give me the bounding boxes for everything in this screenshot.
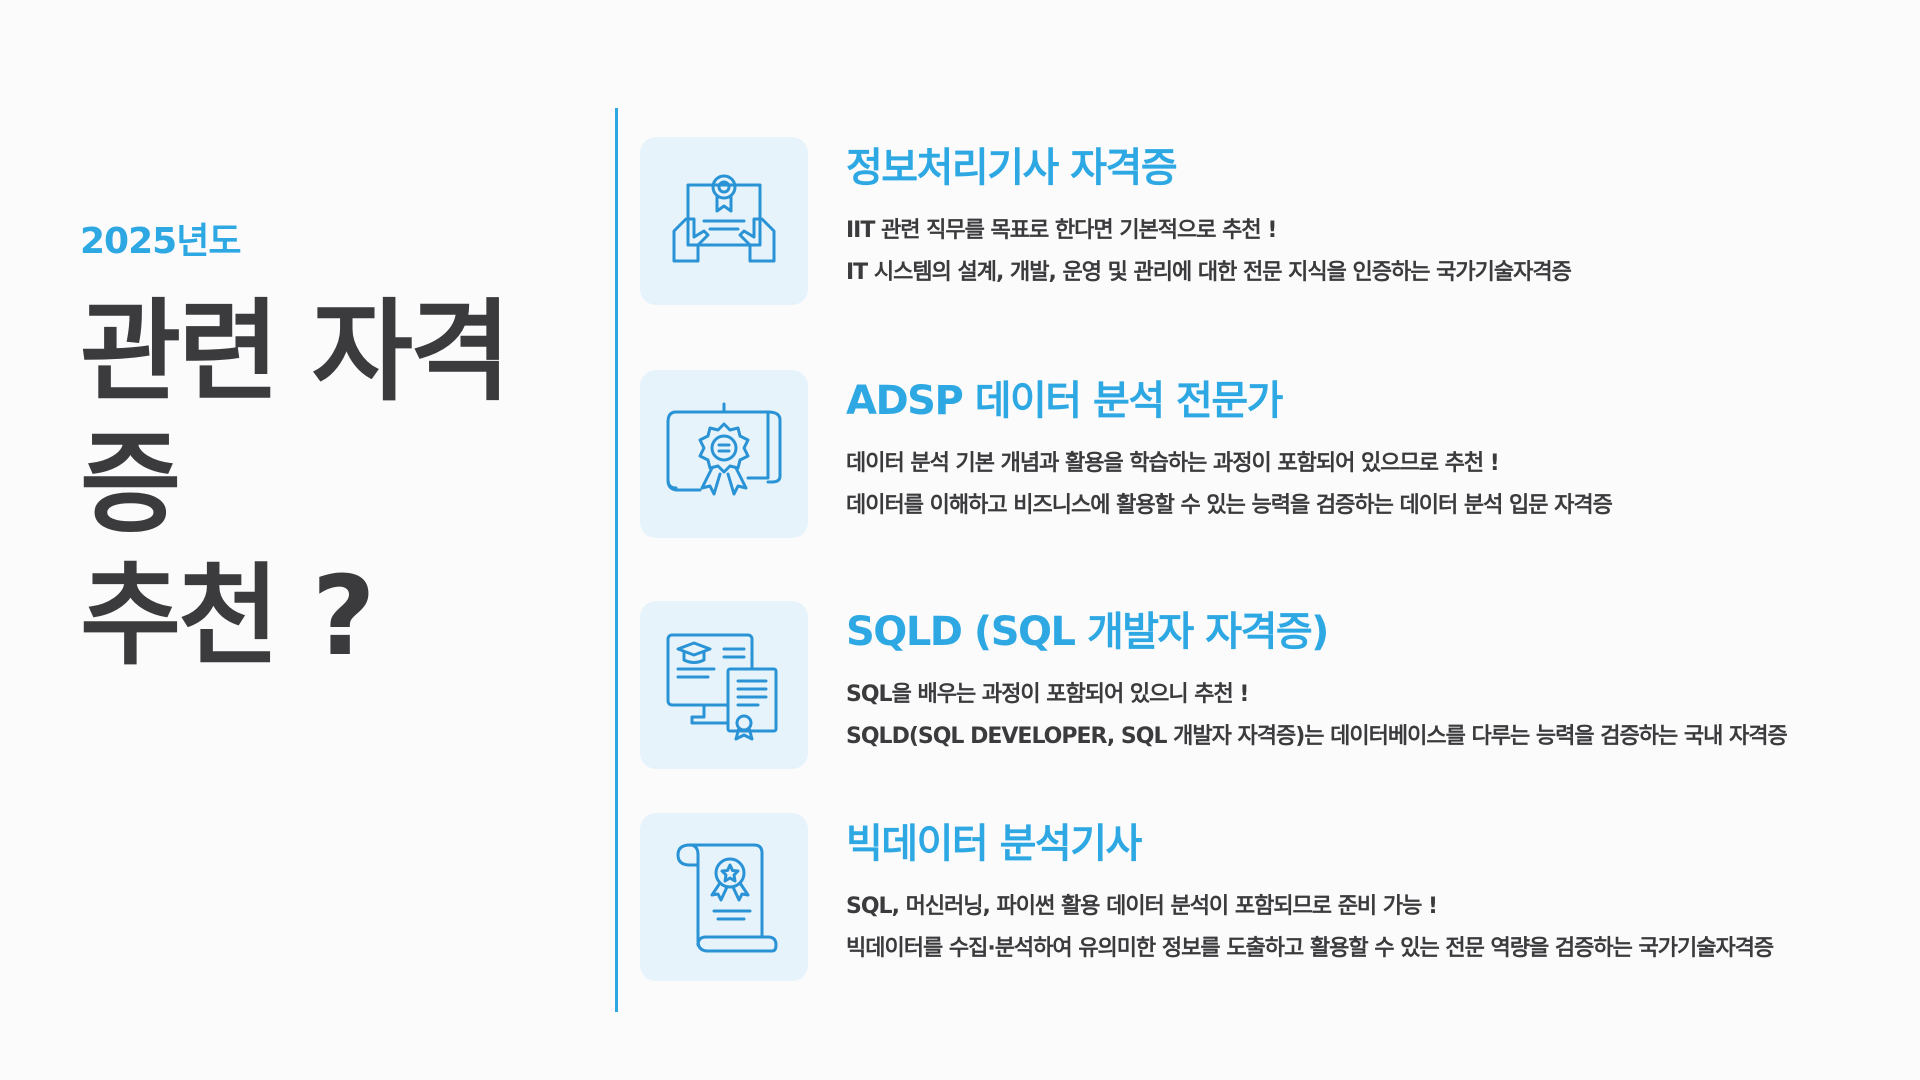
cert-description-1: IIT 관련 직무를 목표로 한다면 기본적으로 추천 !: [846, 218, 1277, 243]
vertical-divider: [615, 108, 618, 1012]
cert-item-adsp: ADSP 데이터 분석 전문가 데이터 분석 기본 개념과 활용을 학습하는 과…: [640, 370, 1910, 538]
cert-item-sqld: SQLD (SQL 개발자 자격증) SQL을 배우는 과정이 포함되어 있으니…: [640, 601, 1910, 769]
cert-description-1: SQL을 배우는 과정이 포함되어 있으니 추천 !: [846, 682, 1249, 707]
online-course-certificate-icon: [666, 633, 778, 741]
cert-description-2: IT 시스템의 설계, 개발, 운영 및 관리에 대한 전문 지식을 인증하는 …: [846, 260, 1572, 285]
icon-box: [640, 370, 808, 538]
left-panel: 2025년도 관련 자격증 추천 ?: [80, 220, 600, 682]
cert-title: 빅데이터 분석기사: [846, 821, 1142, 867]
cert-description-2: 데이터를 이해하고 비즈니스에 활용할 수 있는 능력을 검증하는 데이터 분석…: [846, 493, 1613, 518]
cert-title: SQLD (SQL 개발자 자격증): [846, 609, 1329, 655]
cert-title: 정보처리기사 자격증: [846, 145, 1178, 191]
page-title-line-1: 관련 자격증: [80, 288, 511, 548]
cert-description-1: 데이터 분석 기본 개념과 활용을 학습하는 과정이 포함되어 있으므로 추천 …: [846, 451, 1500, 476]
page-title: 관련 자격증 추천 ?: [80, 286, 600, 682]
cert-description-2: SQLD(SQL DEVELOPER, SQL 개발자 자격증)는 데이터베이스…: [846, 724, 1788, 749]
cert-description-1: SQL, 머신러닝, 파이썬 활용 데이터 분석이 포함되므로 준비 가능 !: [846, 894, 1438, 919]
icon-box: [640, 813, 808, 981]
certificate-icon: [672, 174, 776, 263]
scroll-award-icon: [676, 843, 778, 953]
cert-item-bigdata-analyst: 빅데이터 분석기사 SQL, 머신러닝, 파이썬 활용 데이터 분석이 포함되므…: [640, 813, 1910, 981]
diploma-badge-icon: [666, 402, 782, 496]
cert-item-engineer-information-processing: 정보처리기사 자격증 IIT 관련 직무를 목표로 한다면 기본적으로 추천 !…: [640, 137, 1910, 305]
icon-box: [640, 137, 808, 305]
page-title-line-2: 추천 ?: [80, 552, 376, 680]
year-label: 2025년도: [80, 221, 241, 262]
icon-box: [640, 601, 808, 769]
cert-description-2: 빅데이터를 수집·분석하여 유의미한 정보를 도출하고 활용할 수 있는 전문 …: [846, 936, 1774, 961]
cert-title: ADSP 데이터 분석 전문가: [846, 378, 1283, 424]
